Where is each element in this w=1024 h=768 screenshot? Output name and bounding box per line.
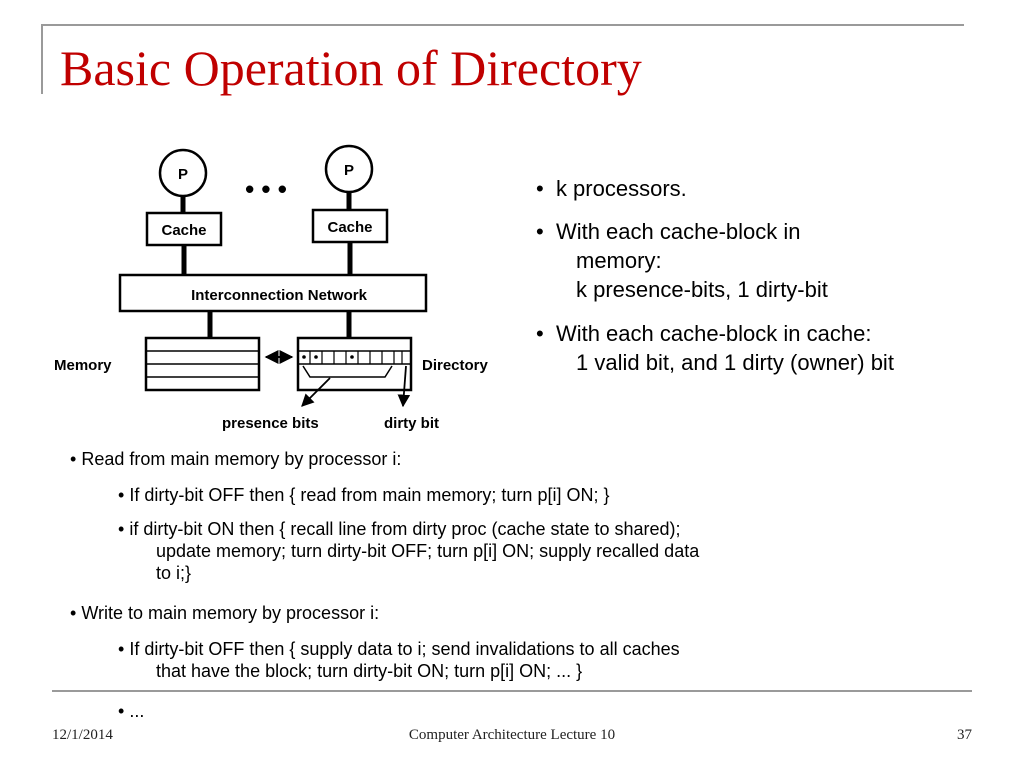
write-heading: • Write to main memory by processor i:	[70, 602, 379, 624]
cache-label-right: Cache	[327, 219, 372, 236]
dirty-bit-label: dirty bit	[384, 415, 439, 432]
interconnection-network-label: Interconnection Network	[191, 287, 368, 304]
read-item-2-text: if dirty-bit ON then { recall line from …	[129, 519, 681, 539]
footer-date: 12/1/2014	[52, 727, 113, 743]
right-bullet-3-text: With each cache-block in cache:	[555, 321, 872, 346]
bullet-dot: •	[70, 449, 77, 469]
bullet-dot: •	[118, 485, 125, 505]
processor-label-left: P	[178, 166, 188, 183]
footer-rule	[52, 690, 972, 692]
read-item-1: • If dirty-bit OFF then { read from main…	[118, 484, 609, 506]
bullet-dot: •	[536, 321, 544, 346]
right-bullet-3-sub-1: 1 valid bit, and 1 dirty (owner) bit	[576, 350, 894, 375]
bullet-dot: •	[70, 603, 77, 623]
memory-label: Memory	[54, 357, 112, 374]
write-heading-text: Write to main memory by processor i:	[81, 603, 380, 623]
write-item-1-text: If dirty-bit OFF then { supply data to i…	[129, 639, 680, 659]
interconnection-network-box	[118, 273, 428, 313]
presence-bits-arrow	[301, 377, 331, 407]
read-item-2-sub-2: to i;}	[156, 563, 192, 583]
read-heading: • Read from main memory by processor i:	[70, 448, 401, 470]
right-bullet-3: • With each cache-block in cache: 1 vali…	[536, 319, 894, 377]
presence-bit-cells	[309, 351, 403, 364]
footer-center: Computer Architecture Lecture 10	[408, 727, 616, 743]
read-item-2-sub-1: update memory; turn dirty-bit OFF; turn …	[156, 541, 700, 561]
footer-page-number: 37	[957, 727, 972, 743]
presence-bits-label: presence bits	[222, 415, 319, 432]
cache-label-left: Cache	[161, 222, 206, 239]
right-bullet-2-sub-1: memory:	[576, 248, 662, 273]
read-item-1-text: If dirty-bit OFF then { read from main m…	[129, 485, 610, 505]
bullet-dot: •	[118, 701, 125, 721]
frame-top-rule	[41, 24, 964, 26]
presence-bit-dot-2	[314, 355, 318, 359]
right-bullet-2: • With each cache-block in memory: k pre…	[536, 217, 828, 304]
right-bullet-1-text: k processors.	[555, 176, 687, 201]
slide-title: Basic Operation of Directory	[60, 40, 642, 96]
right-bullet-2-sub-2: k presence-bits, 1 dirty-bit	[576, 277, 828, 302]
right-bullet-1: • k processors.	[536, 174, 687, 203]
write-item-1-sub-1: that have the block; turn dirty-bit ON; …	[156, 661, 583, 681]
processor-label-right: P	[344, 162, 354, 179]
read-heading-text: Read from main memory by processor i:	[81, 449, 402, 469]
directory-label: Directory	[422, 357, 489, 374]
write-item-2: • ...	[118, 700, 144, 722]
right-bullet-2-text: With each cache-block in	[555, 219, 801, 244]
cache-box-left	[145, 211, 223, 247]
ellipsis-dots: • • •	[245, 174, 287, 204]
cache-box-right	[311, 208, 389, 244]
read-item-2: • if dirty-bit ON then { recall line fro…	[118, 518, 699, 584]
frame-left-rule	[41, 24, 43, 94]
bullet-dot: •	[118, 519, 125, 539]
write-item-2-text: ...	[129, 701, 145, 721]
presence-bit-dot-3	[350, 355, 354, 359]
bullet-dot: •	[536, 219, 544, 244]
bullet-dot: •	[118, 639, 125, 659]
presence-bit-dot-1	[302, 355, 306, 359]
write-item-1: • If dirty-bit OFF then { supply data to…	[118, 638, 680, 682]
bullet-dot: •	[536, 176, 544, 201]
dirty-bit-arrow	[397, 365, 411, 408]
presence-bits-brace	[302, 365, 393, 378]
